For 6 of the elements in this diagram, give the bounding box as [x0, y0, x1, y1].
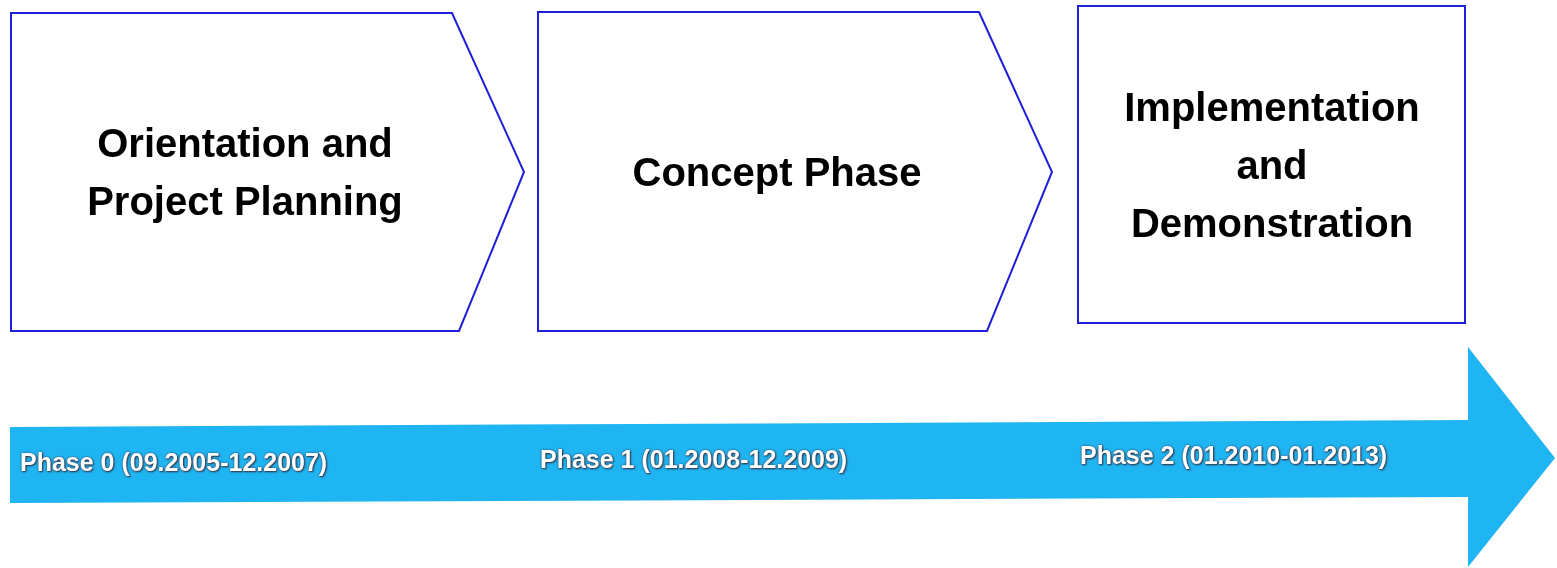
- phase-date-label: Phase 2 (01.2010-01.2013): [1080, 440, 1388, 470]
- phase-title: Orientation and Project Planning: [86, 120, 404, 225]
- phase-date-label: Phase 0 (09.2005-12.2007): [20, 447, 328, 477]
- phase-title: Implementation and Demonstration: [1123, 83, 1421, 247]
- phase-title: Concept Phase: [632, 148, 922, 196]
- phase-date-label: Phase 1 (01.2008-12.2009): [540, 444, 848, 474]
